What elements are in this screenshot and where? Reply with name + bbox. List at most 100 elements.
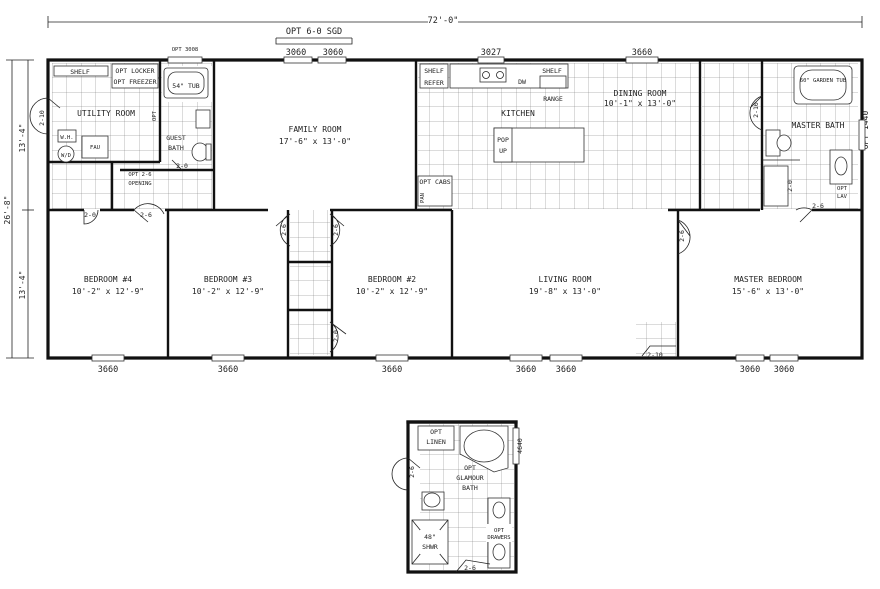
left-depth-dimensions: 26'-8" 13'-4" 13'-4" <box>3 59 34 359</box>
svg-text:54" TUB: 54" TUB <box>172 82 199 90</box>
svg-text:OPT: OPT <box>837 186 848 192</box>
svg-text:OPT 2-6: OPT 2-6 <box>128 172 151 178</box>
window-right <box>858 119 866 151</box>
family-room-name: FAMILY ROOM <box>289 125 342 134</box>
svg-text:RANGE: RANGE <box>543 95 563 103</box>
overall-width-label: 72'-0" <box>428 16 459 26</box>
family-room-size: 17'-6" x 13'-0" <box>279 137 351 146</box>
svg-text:OPT: OPT <box>464 464 476 472</box>
window-top-3 <box>317 56 347 64</box>
bottom-windows: 3660 3660 3660 3660 3660 3060 3060 <box>91 354 799 375</box>
overall-width-dimension: 72'-0" <box>47 14 863 28</box>
dining-room-name: DINING ROOM <box>614 89 667 98</box>
svg-text:2-10: 2-10 <box>752 102 760 118</box>
hall-tile-floor <box>290 210 330 355</box>
svg-text:2-0: 2-0 <box>84 211 96 219</box>
svg-text:OPT FREEZER: OPT FREEZER <box>113 78 156 86</box>
svg-text:OPT: OPT <box>430 428 442 436</box>
svg-text:10'-2" x 12'-9": 10'-2" x 12'-9" <box>356 287 428 296</box>
utility-fixtures: SHELF OPT LOCKER OPT FREEZER W.H. FAU W/… <box>53 63 159 187</box>
top-door-option-label: OPT 6-0 SGD <box>286 27 342 37</box>
svg-text:LIVING ROOM: LIVING ROOM <box>539 275 592 284</box>
svg-text:4640: 4640 <box>516 438 524 454</box>
svg-text:UP: UP <box>499 147 507 155</box>
svg-text:SHELF: SHELF <box>542 67 562 75</box>
svg-text:FAU: FAU <box>90 145 100 151</box>
svg-text:MASTER BEDROOM: MASTER BEDROOM <box>734 275 802 284</box>
entry-tile-floor <box>636 322 676 356</box>
svg-text:GLAMOUR: GLAMOUR <box>456 474 483 482</box>
window-top-2 <box>283 56 313 64</box>
glamour-bath-inset: OPT LINEN 4640 OPT GLAMOUR BATH 48" SHWR… <box>391 420 524 574</box>
svg-text:3060: 3060 <box>323 48 343 58</box>
svg-text:2-6: 2-6 <box>332 224 340 236</box>
svg-text:60" GARDEN TUB: 60" GARDEN TUB <box>800 78 847 84</box>
overall-depth-label: 26'-8" <box>3 196 12 225</box>
window-top-1 <box>167 56 203 64</box>
svg-text:BATH: BATH <box>168 144 184 152</box>
right-option-label: OPT 1440 <box>861 111 870 150</box>
svg-text:OPT: OPT <box>152 110 158 121</box>
svg-text:LINEN: LINEN <box>426 438 446 446</box>
svg-text:BEDROOM #2: BEDROOM #2 <box>368 275 416 284</box>
master-bedroom: MASTER BEDROOM 15'-6" x 13'-0" <box>732 275 804 296</box>
window-top-4 <box>477 56 505 64</box>
svg-text:3060: 3060 <box>286 48 306 58</box>
svg-text:OPT: OPT <box>494 528 505 534</box>
svg-text:19'-8" x 13'-0": 19'-8" x 13'-0" <box>529 287 601 296</box>
bedroom-2: BEDROOM #2 10'-2" x 12'-9" <box>356 275 428 296</box>
svg-text:LAV: LAV <box>837 194 848 200</box>
exterior-walls <box>46 58 864 360</box>
svg-text:3060: 3060 <box>774 365 794 375</box>
svg-text:OPT 3008: OPT 3008 <box>172 47 199 53</box>
svg-text:2-6: 2-6 <box>408 466 416 478</box>
svg-text:3660: 3660 <box>516 365 536 375</box>
svg-text:2-6: 2-6 <box>280 224 288 236</box>
master-bath: 60" GARDEN TUB MASTER BATH OPT LAV <box>763 65 853 207</box>
svg-text:3660: 3660 <box>382 365 402 375</box>
svg-text:DW: DW <box>518 78 526 86</box>
svg-text:2-6: 2-6 <box>678 230 686 242</box>
svg-text:10'-2" x 12'-9": 10'-2" x 12'-9" <box>192 287 264 296</box>
svg-text:SHWR: SHWR <box>422 543 438 551</box>
svg-text:BEDROOM #4: BEDROOM #4 <box>84 275 132 284</box>
svg-text:PAN: PAN <box>420 193 426 203</box>
svg-text:POP: POP <box>497 136 509 144</box>
window-top-5 <box>625 56 659 64</box>
svg-text:3660: 3660 <box>556 365 576 375</box>
svg-text:2-0: 2-0 <box>786 180 794 192</box>
door-swings: 2-0 2-6 2-10 2-6 2-6 2-0 2-0 2-10 2-6 2-… <box>29 95 824 359</box>
svg-text:SHELF: SHELF <box>424 67 444 75</box>
top-windows: OPT 3008 3060 3060 3027 3660 <box>167 47 659 64</box>
svg-text:48": 48" <box>424 533 436 541</box>
svg-text:BEDROOM #3: BEDROOM #3 <box>204 275 252 284</box>
svg-text:GUEST: GUEST <box>166 134 186 142</box>
svg-text:3660: 3660 <box>632 48 652 58</box>
svg-text:3660: 3660 <box>98 365 118 375</box>
svg-text:2-6: 2-6 <box>812 202 824 210</box>
utility-room-name: UTILITY ROOM <box>77 109 135 118</box>
svg-text:10'-2" x 12'-9": 10'-2" x 12'-9" <box>72 287 144 296</box>
svg-text:3660: 3660 <box>218 365 238 375</box>
svg-text:3027: 3027 <box>481 48 501 58</box>
svg-text:DRAWERS: DRAWERS <box>487 535 510 541</box>
guest-bath: 54" TUB GUEST BATH <box>163 67 212 162</box>
svg-text:W.H.: W.H. <box>60 135 73 141</box>
svg-text:2-6: 2-6 <box>464 564 476 572</box>
bedroom-3: BEDROOM #3 10'-2" x 12'-9" <box>192 275 264 296</box>
top-depth-label: 13'-4" <box>18 124 27 153</box>
interior-walls <box>48 60 862 358</box>
bottom-depth-label: 13'-4" <box>18 271 27 300</box>
svg-text:W/D: W/D <box>61 153 71 159</box>
svg-text:3060: 3060 <box>740 365 760 375</box>
svg-text:2-0: 2-0 <box>176 162 188 170</box>
svg-text:2-0: 2-0 <box>332 330 340 342</box>
svg-text:OPENING: OPENING <box>128 181 151 187</box>
svg-text:2-10: 2-10 <box>647 351 663 359</box>
svg-text:15'-6" x 13'-0": 15'-6" x 13'-0" <box>732 287 804 296</box>
kitchen-fixtures: SHELF REFER DW SHELF RANGE POP UP OPT CA… <box>417 63 585 207</box>
svg-text:BATH: BATH <box>462 484 478 492</box>
dining-room-size: 10'-1" x 13'-0" <box>604 99 676 108</box>
kitchen-name: KITCHEN <box>501 109 535 118</box>
